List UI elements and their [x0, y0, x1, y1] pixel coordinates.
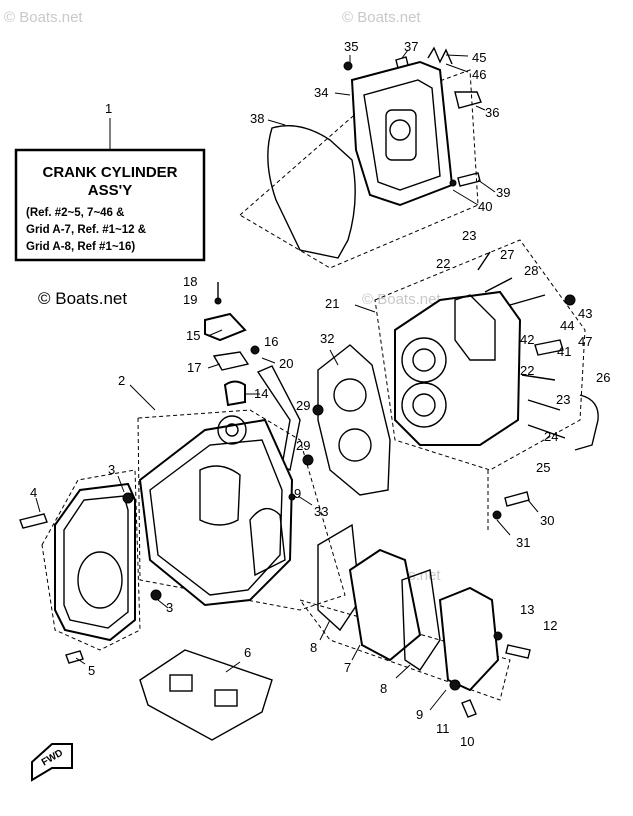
callout-29: 29 — [296, 398, 310, 413]
assembly-note-line2: Grid A-7, Ref. #1~12 & — [26, 224, 146, 236]
assembly-title-line1: CRANK CYLINDER — [43, 164, 178, 181]
callout-33: 33 — [314, 504, 328, 519]
cylinder-block — [129, 384, 346, 611]
callout-19: 19 — [183, 292, 197, 307]
watermark: © Boats.net — [4, 9, 83, 26]
callout-39: 39 — [496, 185, 510, 200]
callout-11: 11 — [436, 721, 450, 736]
watermark: © Boats.net — [342, 9, 421, 26]
reed-plate — [348, 548, 422, 662]
callouts: 2 3 3 4 5 6 7 8 8 9 9 10 11 12 13 14 15 … — [30, 39, 610, 749]
callout-23: 23 — [556, 392, 570, 407]
forward-direction-arrow: FWD — [31, 743, 73, 782]
thermostat-cover — [204, 312, 247, 342]
assembly-title-line2: ASS'Y — [88, 182, 132, 199]
callout-23: 23 — [462, 228, 476, 243]
assembly-reference-box: 1 CRANK CYLINDER ASS'Y (Ref. #2~5, 7~46 … — [14, 101, 206, 262]
crankcase-cover — [19, 469, 169, 665]
callout-1: 1 — [105, 101, 112, 116]
head-gasket — [317, 344, 391, 496]
callout-21: 21 — [325, 296, 339, 311]
callout-15: 15 — [186, 328, 200, 343]
callout-9: 9 — [416, 707, 423, 722]
cylinder-head-cover-group — [239, 46, 496, 269]
cylinder-head — [394, 290, 522, 446]
callout-3: 3 — [108, 462, 115, 477]
callout-20: 20 — [279, 356, 293, 371]
callout-44: 44 — [560, 318, 574, 333]
thermostat — [223, 380, 246, 407]
callout-38: 38 — [250, 111, 264, 126]
callout-17: 17 — [187, 360, 201, 375]
thermostat-group — [204, 282, 301, 472]
base-gasket — [139, 649, 273, 741]
cover-gasket — [267, 125, 356, 259]
callout-8: 8 — [380, 681, 387, 696]
callout-35: 35 — [344, 39, 358, 54]
callout-3: 3 — [166, 600, 173, 615]
callout-18: 18 — [183, 274, 197, 289]
water-hose — [256, 365, 301, 472]
callout-5: 5 — [88, 663, 95, 678]
assembly-note-line3: Grid A-8, Ref #1~16) — [26, 241, 135, 253]
callout-14: 14 — [254, 386, 268, 401]
callout-26: 26 — [596, 370, 610, 385]
callout-28: 28 — [524, 263, 538, 278]
assembly-note-line1: (Ref. #2~5, 7~46 & — [26, 207, 124, 219]
watermark: © Boats.net — [38, 289, 127, 308]
callout-13: 13 — [520, 602, 534, 617]
callout-24: 24 — [544, 429, 558, 444]
intake-cover-group — [298, 523, 531, 718]
callout-47: 47 — [578, 334, 592, 349]
callout-25: 25 — [536, 460, 550, 475]
callout-12: 12 — [543, 618, 557, 633]
callout-34: 34 — [314, 85, 328, 100]
cylinder-head-cover — [350, 60, 454, 207]
callout-6: 6 — [244, 645, 251, 660]
callout-8: 8 — [310, 640, 317, 655]
callout-16: 16 — [264, 334, 278, 349]
callout-22: 22 — [436, 256, 450, 271]
cylinder-head-group — [354, 239, 599, 471]
watermark: © Boats.net — [362, 291, 441, 308]
callout-10: 10 — [460, 734, 474, 749]
callout-4: 4 — [30, 485, 37, 500]
callout-22: 22 — [520, 363, 534, 378]
callout-40: 40 — [478, 199, 492, 214]
callout-30: 30 — [540, 513, 554, 528]
callout-42: 42 — [520, 332, 534, 347]
callout-45: 45 — [472, 50, 486, 65]
callout-31: 31 — [516, 535, 530, 550]
anode-bolt — [487, 470, 539, 536]
callout-27: 27 — [500, 247, 514, 262]
callout-46: 46 — [472, 67, 486, 82]
callout-2: 2 — [118, 373, 125, 388]
callout-29: 29 — [296, 438, 310, 453]
callout-43: 43 — [578, 306, 592, 321]
callout-36: 36 — [485, 105, 499, 120]
plate-gasket — [317, 523, 361, 632]
callout-32: 32 — [320, 331, 334, 346]
callout-37: 37 — [404, 39, 418, 54]
intake-cover — [438, 586, 500, 692]
callout-7: 7 — [344, 660, 351, 675]
callout-9: 9 — [294, 486, 301, 501]
callout-41: 41 — [557, 344, 571, 359]
